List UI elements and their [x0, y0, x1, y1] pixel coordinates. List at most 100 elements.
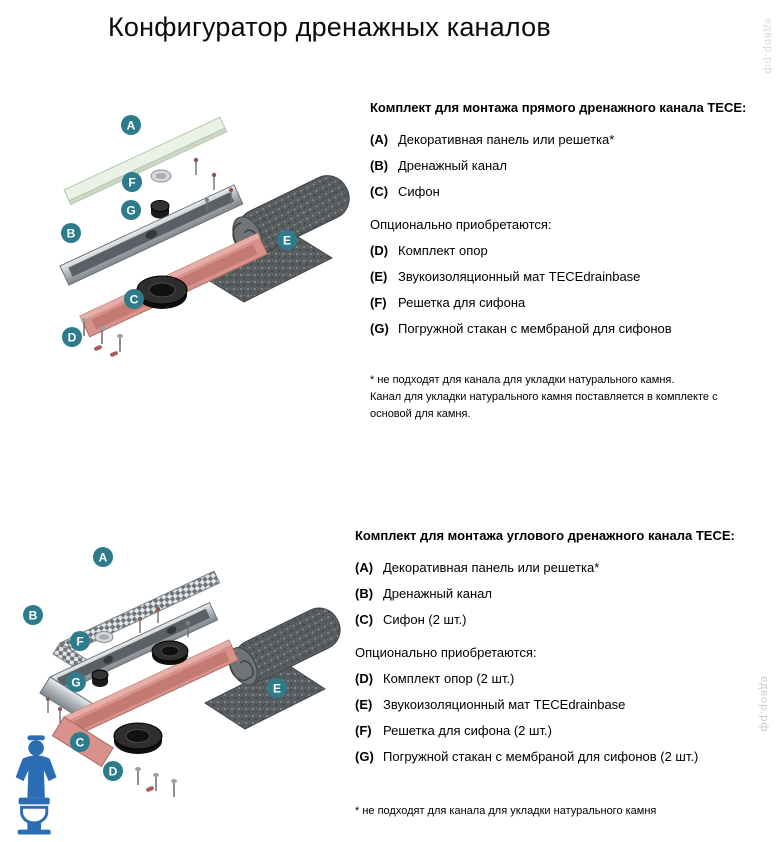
- kit-item: (E) Звукоизоляционный мат TECEdrainbase: [355, 692, 765, 718]
- item-letter: (D): [370, 243, 389, 258]
- badge-a: A: [121, 115, 141, 135]
- svg-text:A: A: [99, 551, 108, 565]
- badge-g: G: [121, 200, 141, 220]
- decorative-panel: [63, 116, 228, 206]
- item-text: Погружной стакан с мембраной для сифонов…: [383, 749, 699, 764]
- item-text: Решетка для сифона: [398, 295, 526, 310]
- item-letter: (E): [370, 269, 388, 284]
- membrane-cup: [150, 200, 170, 219]
- badge-f: F: [122, 172, 142, 192]
- optional-items: (D)Комплект опор (2 шт.) (E) Звукоизоляци…: [355, 666, 765, 770]
- badge-e: E: [277, 230, 297, 250]
- kit-heading: Комплект для монтажа углового дренажного…: [355, 528, 735, 543]
- kit-item: (C) Сифон (2 шт.): [355, 607, 765, 633]
- item-text: Погружной стакан с мембраной для сифонов: [398, 321, 672, 336]
- svg-text:G: G: [71, 676, 80, 690]
- straight-kit-illustration: A F G B E C D: [50, 98, 360, 373]
- kit-item: (D)Комплект опор (2 шт.): [355, 666, 765, 692]
- item-letter: (C): [355, 612, 374, 627]
- svg-text:D: D: [109, 765, 118, 779]
- kit-item: (F)Решетка для сифона: [370, 290, 780, 316]
- watermark: едвор.рф: [758, 676, 770, 733]
- corner-channel-base-red: [51, 639, 239, 768]
- svg-text:E: E: [273, 682, 281, 696]
- kit-item: (B) Дренажный канал: [370, 153, 780, 179]
- svg-text:E: E: [283, 234, 291, 248]
- svg-text:G: G: [126, 204, 135, 218]
- kit-item: (A) Декоративная панель или решетка*: [370, 127, 780, 153]
- badge-a: A: [93, 547, 113, 567]
- item-letter: (F): [355, 723, 372, 738]
- corner-kit-footnote: * не подходят для канала для укладки нат…: [355, 805, 657, 817]
- drain-channel: [59, 184, 244, 286]
- badge-d: D: [62, 327, 82, 347]
- item-letter: (B): [370, 158, 389, 173]
- fastening-screws: [193, 157, 234, 212]
- svg-text:B: B: [67, 227, 76, 241]
- siphon-1: [113, 722, 163, 754]
- straight-kit-text: Комплект для монтажа прямого дренажного …: [370, 100, 780, 342]
- svg-text:F: F: [128, 176, 135, 190]
- membrane-cup: [91, 669, 109, 687]
- badge-b: B: [23, 605, 43, 625]
- item-text: Решетка для сифона (2 шт.): [383, 723, 552, 738]
- watermark: едвор.рф: [762, 18, 774, 75]
- item-letter: (E): [355, 697, 373, 712]
- item-letter: (A): [355, 560, 374, 575]
- kit-items: (A) Декоративная панель или решетка* (B) Д…: [370, 127, 780, 205]
- item-letter: (C): [370, 184, 389, 199]
- svg-text:A: A: [127, 119, 136, 133]
- item-text: Декоративная панель или решетка*: [383, 560, 600, 575]
- item-text: Сифон (2 шт.): [383, 612, 467, 627]
- item-text: Дренажный канал: [398, 158, 507, 173]
- item-text: Звукоизоляционный мат TECEdrainbase: [398, 269, 641, 284]
- item-text: Комплект опор: [398, 243, 488, 258]
- kit-item: (F) Решетка для сифона (2 шт.): [355, 718, 765, 744]
- item-letter: (G): [370, 321, 389, 336]
- item-text: Декоративная панель или решетка*: [398, 132, 615, 147]
- badge-c: C: [70, 732, 90, 752]
- page-title: Конфигуратор дренажных каналов: [108, 12, 551, 42]
- item-text: Звукоизоляционный мат TECEdrainbase: [383, 697, 626, 712]
- straight-kit-footnote: * не подходят для канала для укладки нат…: [370, 374, 718, 420]
- plumber-logo: [6, 732, 74, 836]
- corner-kit-illustration: A B F G C D E: [20, 525, 360, 820]
- siphon-grate-small: [94, 631, 114, 643]
- siphon: [136, 275, 188, 309]
- support-set: [135, 767, 177, 797]
- kit-item: (B)Дренажный канал: [355, 581, 765, 607]
- siphon-2: [151, 640, 189, 665]
- svg-text:D: D: [68, 331, 77, 345]
- optional-heading: Опционально приобретаются:: [370, 217, 552, 232]
- item-text: Дренажный канал: [383, 586, 492, 601]
- badge-g: G: [66, 672, 86, 692]
- badge-d: D: [103, 761, 123, 781]
- soundproofing-mat-roll: [200, 175, 350, 303]
- kit-item: (C) Сифон: [370, 179, 780, 205]
- kit-item: (G) Погружной стакан с мембраной для сифо…: [370, 316, 780, 342]
- fastening-screws: [46, 607, 190, 723]
- support-set: [81, 318, 123, 357]
- badge-f: F: [70, 631, 90, 651]
- siphon-grate-small: [150, 169, 172, 183]
- kit-heading: Комплект для монтажа прямого дренажного …: [370, 100, 747, 115]
- item-letter: (G): [355, 749, 374, 764]
- kit-item: (D) Комплект опор: [370, 238, 780, 264]
- item-text: Комплект опор (2 шт.): [383, 671, 515, 686]
- optional-items: (D) Комплект опор (E) Звукоизоляционный ма…: [370, 238, 780, 342]
- badge-b: B: [61, 223, 81, 243]
- badge-c: C: [124, 289, 144, 309]
- optional-heading: Опционально приобретаются:: [355, 645, 537, 660]
- kit-items: (A) Декоративная панель или решетка* (B)Д…: [355, 555, 765, 633]
- badge-e: E: [267, 678, 287, 698]
- svg-text:C: C: [76, 736, 85, 750]
- kit-item: (E) Звукоизоляционный мат TECEdrainbase: [370, 264, 780, 290]
- svg-text:B: B: [29, 609, 38, 623]
- item-letter: (A): [370, 132, 389, 147]
- item-text: Сифон: [398, 184, 440, 199]
- svg-text:F: F: [76, 635, 83, 649]
- corner-kit-text: Комплект для монтажа углового дренажного…: [355, 528, 765, 770]
- kit-item: (A) Декоративная панель или решетка*: [355, 555, 765, 581]
- kit-item: (G) Погружной стакан с мембраной для сифо…: [355, 744, 765, 770]
